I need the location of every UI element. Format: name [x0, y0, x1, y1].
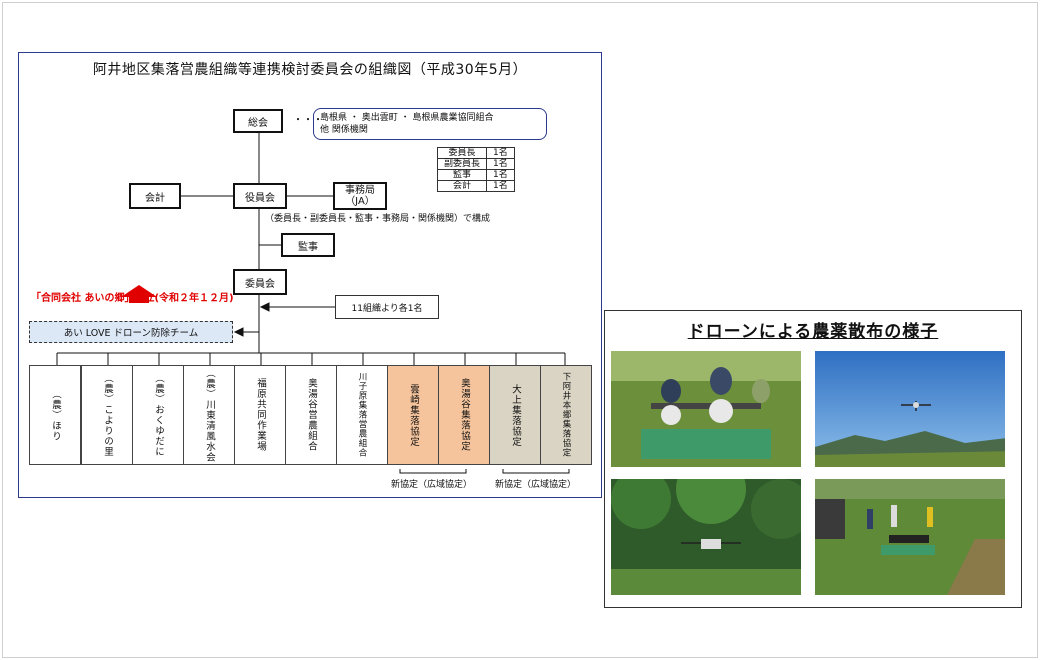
- committee-box: 委員会: [233, 269, 287, 295]
- company-established-note: 「合同会社 あいの郷」設立(令和２年１２月): [31, 293, 234, 304]
- red-up-arrow: [121, 285, 157, 303]
- drone-photo-field: [815, 479, 1005, 595]
- drone-team-box: あい LOVE ドローン防除チーム: [29, 321, 233, 343]
- org-column-shimoai-hongo: 下阿井本郷集落協定: [540, 365, 592, 465]
- auditor-box: 監事: [281, 233, 335, 257]
- org-column-kawahigashi: （農）川東清風水会: [183, 365, 235, 465]
- members-note-box: 11組織より各1名: [335, 295, 439, 319]
- org-column-kumozaki: 雲崎集落協定: [387, 365, 439, 465]
- secretariat-box: 事務局 （JA）: [333, 182, 387, 210]
- drone-photo-forest: [611, 479, 801, 595]
- org-column-ogami: 大上集落協定: [489, 365, 541, 465]
- new-agreement-label-2: 新協定（広域協定）: [495, 480, 577, 490]
- org-column-fukuhara: 福原共同作業場: [234, 365, 286, 465]
- board-composition-note: （委員長・副委員長・監事・事務局・関係機関）で構成: [265, 214, 491, 224]
- org-chart-title: 阿井地区集落営農組織等連携検討委員会の組織図（平成30年5月）: [92, 62, 528, 78]
- drone-photo-sky: [815, 351, 1005, 467]
- general-meeting-box: 総会: [233, 109, 283, 133]
- accounting-box: 会計: [129, 183, 181, 209]
- org-column-okuyudani-kyotei: 奥湯谷集落協定: [438, 365, 490, 465]
- org-column-okuyudani-eino: 奥湯谷営農組合: [285, 365, 337, 465]
- org-chart-connectors: [56, 133, 570, 474]
- photo-panel-title: ドローンによる農薬散布の様子: [687, 322, 939, 342]
- board-box: 役員会: [233, 183, 287, 209]
- org-column-koyorinosato: （農）こよりの里: [81, 365, 133, 465]
- ellipsis-text: ・・・: [293, 115, 323, 126]
- org-column-kawagohara: 川子原集落営農組合: [336, 365, 388, 465]
- drone-photo-panel: ドローンによる農薬散布の様子: [604, 310, 1022, 608]
- related-orgs-box: 島根県 ・ 奥出雲町 ・ 島根県農業協同組合 他 関係機関: [313, 108, 547, 140]
- org-column-hori: （農）ほり: [29, 365, 81, 465]
- org-chart-panel: 阿井地区集落営農組織等連携検討委員会の組織図（平成30年5月）: [18, 52, 602, 498]
- new-agreement-label-1: 新協定（広域協定）: [391, 480, 473, 490]
- org-column-okuyudani: （農）おくゆだに: [132, 365, 184, 465]
- drone-photo-people-loading: [611, 351, 801, 467]
